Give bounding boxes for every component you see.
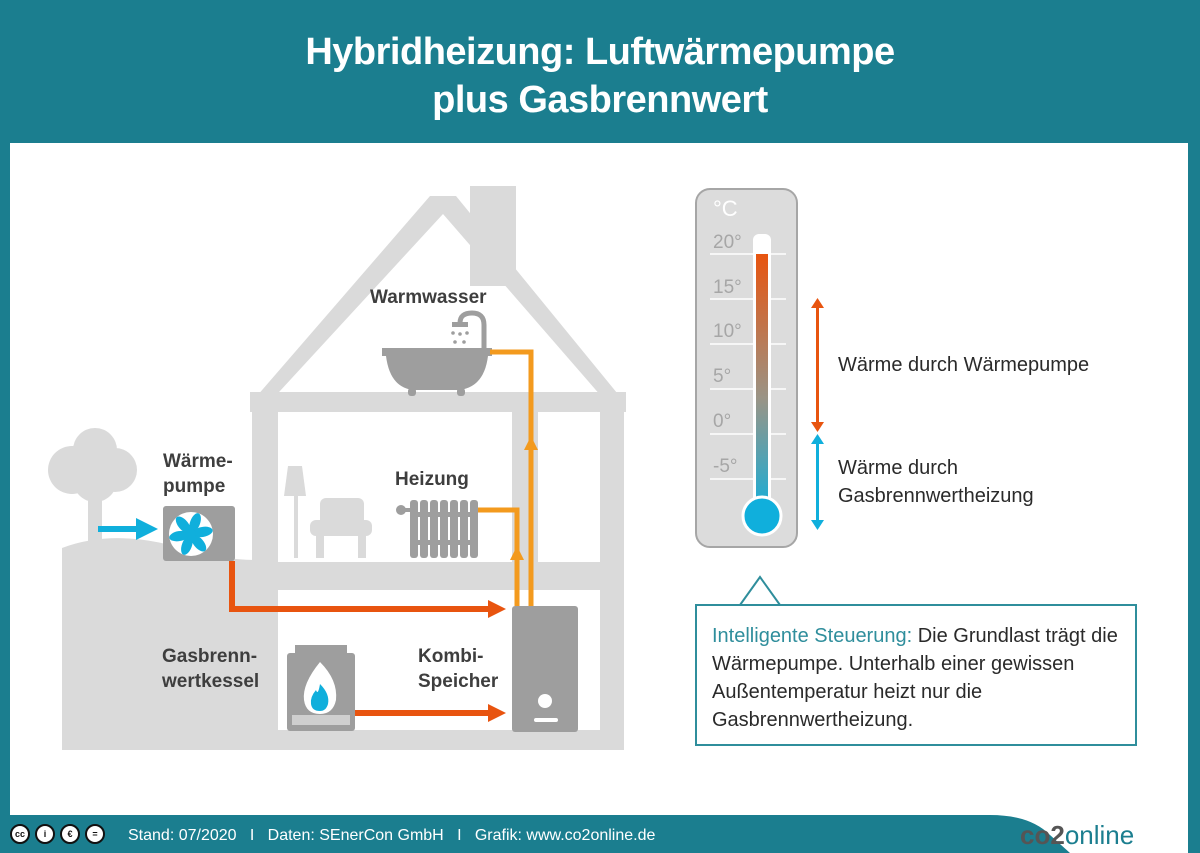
- bathtub-icon: [382, 348, 492, 396]
- nc-icon: €: [60, 824, 80, 844]
- tick-minus5: -5°: [713, 456, 738, 477]
- callout-box: [695, 604, 1137, 746]
- label-gaskessel-line2: wertkessel: [162, 671, 260, 692]
- air-inflow-arrow-icon: [98, 518, 158, 540]
- heatpump-pipe: [229, 561, 490, 612]
- tick-10: 10°: [713, 321, 742, 342]
- tree-icon: [48, 428, 137, 550]
- label-waermepumpe-line1: Wärme-: [163, 451, 233, 472]
- shower-icon: [457, 310, 487, 348]
- logo-part1: co2: [1020, 820, 1065, 850]
- nd-icon: =: [85, 824, 105, 844]
- label-heizung: Heizung: [395, 469, 469, 490]
- footer-credits: Stand: 07/2020 I Daten: SEnerCon GmbH I …: [128, 827, 656, 844]
- flame-icon: [303, 662, 337, 714]
- callout-body: Die Grundlast trägt die Wärmepumpe. Unte…: [712, 625, 1118, 731]
- gas-range-arrow-icon: [811, 434, 824, 530]
- hotwater-up-arrow-icon: [524, 436, 538, 450]
- tick-0: 0°: [713, 411, 732, 432]
- thermometer-body: [695, 188, 798, 548]
- title-line-2: plus Gasbrennwert: [432, 79, 768, 121]
- gas-pipe-arrow-icon: [488, 704, 506, 722]
- page-title: Hybridheizung: Luftwärmepumpe plus Gasbr…: [0, 28, 1200, 124]
- label-waermepumpe: Wärme- pumpe: [163, 449, 233, 499]
- label-gaskessel-line1: Gasbrenn-: [162, 646, 258, 667]
- footer-band: [0, 815, 1070, 853]
- thermometer-unit: °C: [713, 196, 738, 221]
- thermometer-bulb: [741, 495, 783, 537]
- legend-gas-line2: Gasbrennwertheizung: [838, 485, 1034, 507]
- callout-highlight: Intelligente Steuerung:: [712, 625, 913, 647]
- callout-pointer: [739, 575, 781, 606]
- tick-5: 5°: [713, 366, 732, 387]
- legend-heatpump: Wärme durch Wärmepumpe: [838, 354, 1090, 376]
- legend-gas: Wärme durch Gasbrennwertheizung: [838, 454, 1034, 510]
- cc-icon: cc: [10, 824, 30, 844]
- label-waermepumpe-line2: pumpe: [163, 476, 226, 497]
- label-speicher-line2: Speicher: [418, 671, 499, 692]
- label-warmwasser: Warmwasser: [370, 287, 487, 308]
- thermometer-mercury: [756, 254, 768, 516]
- legend-gas-line1: Wärme durch: [838, 457, 959, 479]
- co2online-logo[interactable]: co2online: [1020, 818, 1134, 852]
- tick-20: 20°: [713, 232, 742, 253]
- fan-icon: [169, 512, 213, 556]
- callout-text: Intelligente Steuerung: Die Grundlast tr…: [712, 622, 1132, 734]
- by-icon: i: [35, 824, 55, 844]
- title-line-1: Hybridheizung: Luftwärmepumpe: [305, 31, 895, 73]
- floor-lamp-icon: [284, 466, 306, 558]
- armchair-icon: [310, 498, 372, 558]
- label-kombispeicher: Kombi- Speicher: [418, 644, 498, 694]
- heating-pipe: [478, 507, 520, 606]
- label-gasbrennwertkessel: Gasbrenn- wertkessel: [162, 644, 259, 694]
- label-speicher-line1: Kombi-: [418, 646, 484, 667]
- storage-tank-icon: [512, 606, 578, 732]
- radiator-icon: [396, 500, 478, 558]
- heating-up-arrow-icon: [510, 546, 524, 560]
- heatpump-range-arrow-icon: [811, 298, 824, 432]
- heatpump-pipe-arrow-icon: [488, 600, 506, 618]
- tick-15: 15°: [713, 277, 742, 298]
- hotwater-pipe: [490, 349, 534, 606]
- logo-part2: online: [1064, 820, 1135, 850]
